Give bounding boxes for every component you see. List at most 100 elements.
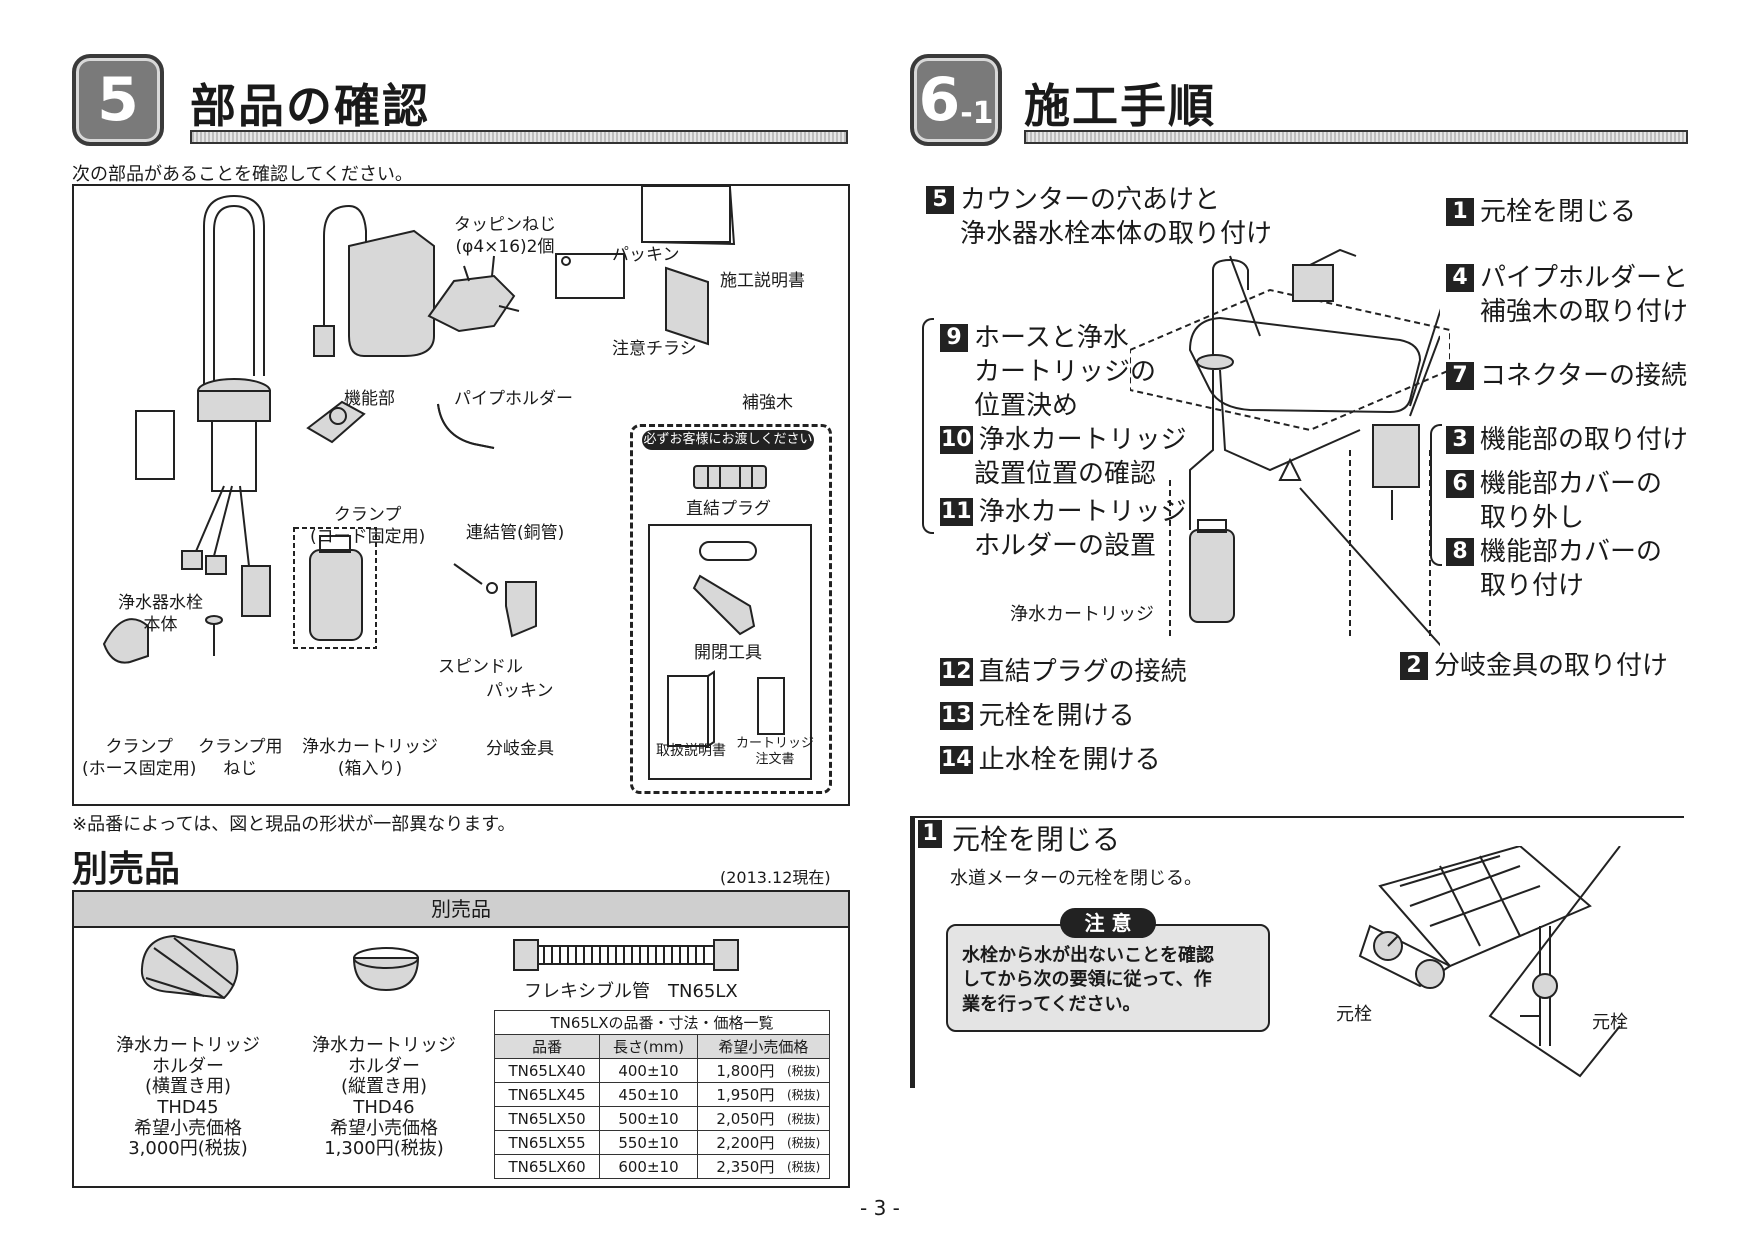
part-clamp-cord-label: クランプ (コード固定用) [310, 505, 426, 548]
sold-separately-header: 別売品 [74, 892, 848, 928]
accessory-flex-pipe-label: フレキシブル管 TN65LX [524, 981, 738, 1002]
table-row: TN65LX55 550±10 2,200円 (税抜) [493, 1130, 831, 1155]
table-cell: 600±10 [599, 1154, 698, 1179]
enclosed-items-illustrations [667, 541, 785, 747]
table-row: TN65LX60 600±10 2,350円 (税抜) [493, 1154, 831, 1179]
price-table-header: 希望小売価格 [696, 1034, 831, 1059]
section-title: 部品の確認 [190, 79, 430, 133]
table-cell: 2,050円 [696, 1106, 779, 1131]
part-function-unit-label: 機能部 [344, 389, 395, 409]
part-clamp-hose-label: クランプ (ホース固定用) [82, 737, 197, 780]
part-connecting-pipe-label: 連結管(銅管) [466, 523, 565, 543]
section-number-badge: 6-1 [910, 54, 1002, 146]
sold-separately-box [72, 890, 850, 1188]
table-cell: 500±10 [599, 1106, 698, 1131]
parts-intro: 次の部品があることを確認してください。 [72, 164, 413, 185]
table-cell: 550±10 [599, 1130, 698, 1155]
flex-pipe-price-table: TN65LXの品番・寸法・価格一覧 品番 長さ(mm) 希望小売価格 TN65L… [493, 1010, 831, 1179]
part-cartridge-boxed-label: 浄水カートリッジ (箱入り) [302, 737, 438, 780]
table-row: TN65LX50 500±10 2,050円 (税抜) [493, 1106, 831, 1131]
price-table-header: 長さ(mm) [599, 1034, 698, 1059]
step-detail-number: 1 [918, 820, 942, 848]
table-cell: TN65LX55 [493, 1130, 601, 1155]
opening-tool-label: 開閉工具 [694, 643, 762, 663]
water-meter-valve-illustration [1358, 846, 1621, 1078]
valve-label-left: 元栓 [1336, 1004, 1372, 1025]
table-cell: TN65LX50 [493, 1106, 601, 1131]
price-table-header: 品番 [493, 1034, 601, 1059]
valve-label-right: 元栓 [1592, 1012, 1628, 1033]
table-cell: 2,200円 [696, 1130, 779, 1155]
price-table-caption: TN65LXの品番・寸法・価格一覧 [494, 1010, 830, 1035]
table-cell: TN65LX45 [493, 1082, 601, 1107]
enclosed-items-box [648, 524, 812, 780]
caution-text: 水栓から水が出ないことを確認 してから次の要領に従って、作 業を行ってください。 [962, 945, 1214, 1015]
table-cell: (税抜) [778, 1106, 831, 1131]
sold-separately-illustrations [140, 934, 739, 1000]
table-cell: 2,350円 [696, 1154, 779, 1179]
step-detail-title: 元栓を閉じる [952, 823, 1121, 856]
part-faucet-label: 浄水器水栓 本体 [118, 593, 203, 636]
section-title: 施工手順 [1024, 79, 1216, 133]
cartridge-order-label: カートリッジ 注文書 [736, 736, 815, 767]
part-branch-fitting-label: 分岐金具 [486, 739, 554, 759]
caution-box [946, 924, 1270, 1032]
sold-separately-title: 別売品 [72, 849, 181, 890]
table-cell: (税抜) [778, 1154, 831, 1179]
table-cell: 1,800円 [696, 1058, 779, 1083]
step-detail-bar [910, 818, 915, 1088]
accessory-thd46-label: 浄水カートリッジ ホルダー (縦置き用) THD46 希望小売価格 1,300円… [312, 1035, 456, 1160]
part-notice-leaflet-label: 注意チラシ [612, 339, 697, 359]
direct-plug-icon [693, 465, 767, 489]
parts-note: ※品番によっては、図と現品の形状が一部異なります。 [72, 814, 516, 835]
table-cell: (税抜) [778, 1082, 831, 1107]
caution-label: 注 意 [1060, 908, 1156, 938]
page-number: - 3 - [860, 1196, 900, 1220]
part-tapping-screw-label: タッピンねじ (φ4×16)2個 [454, 215, 556, 258]
parts-box [72, 184, 850, 806]
table-cell: TN65LX40 [493, 1058, 601, 1083]
part-packing2-label: パッキン [486, 681, 554, 701]
diagram-leader-lines [1229, 255, 1440, 647]
accessory-thd45-label: 浄水カートリッジ ホルダー (横置き用) THD45 希望小売価格 3,000円… [116, 1035, 260, 1160]
part-clamp-screw-label: クランプ用 ねじ [198, 737, 283, 780]
table-row: TN65LX40 400±10 1,800円 (税抜) [493, 1058, 831, 1083]
must-give-box [630, 424, 832, 794]
table-cell: (税抜) [778, 1130, 831, 1155]
section-number-badge: 5 [72, 54, 164, 146]
part-spindle-label: スピンドル [438, 657, 523, 677]
step-detail-divider [910, 816, 1684, 818]
sold-separately-date: (2013.12現在) [720, 868, 831, 887]
table-cell: TN65LX60 [493, 1154, 601, 1179]
part-pipe-holder-label: パイプホルダー [454, 389, 573, 409]
step-detail-instruction: 水道メーターの元栓を閉じる。 [950, 868, 1202, 889]
user-manual-label: 取扱説明書 [656, 743, 726, 759]
table-row: TN65LX45 450±10 1,950円 (税抜) [493, 1082, 831, 1107]
must-give-header: 必ずお客様にお渡しください [642, 430, 814, 450]
step-group-bracket [922, 318, 934, 534]
table-cell: 1,950円 [696, 1082, 779, 1107]
table-cell: 450±10 [599, 1082, 698, 1107]
parts-illustrations [102, 186, 736, 664]
direct-plug-label: 直結プラグ [686, 499, 771, 519]
title-rule [190, 130, 848, 144]
part-reinforcement-label: 補強木 [742, 393, 793, 413]
table-cell: 400±10 [599, 1058, 698, 1083]
cartridge-label: 浄水カートリッジ [1010, 604, 1154, 625]
step-group-bracket [1430, 424, 1442, 566]
title-rule [1024, 130, 1688, 144]
part-install-manual-label: 施工説明書 [720, 271, 805, 291]
part-packing-label: パッキン [612, 245, 680, 265]
